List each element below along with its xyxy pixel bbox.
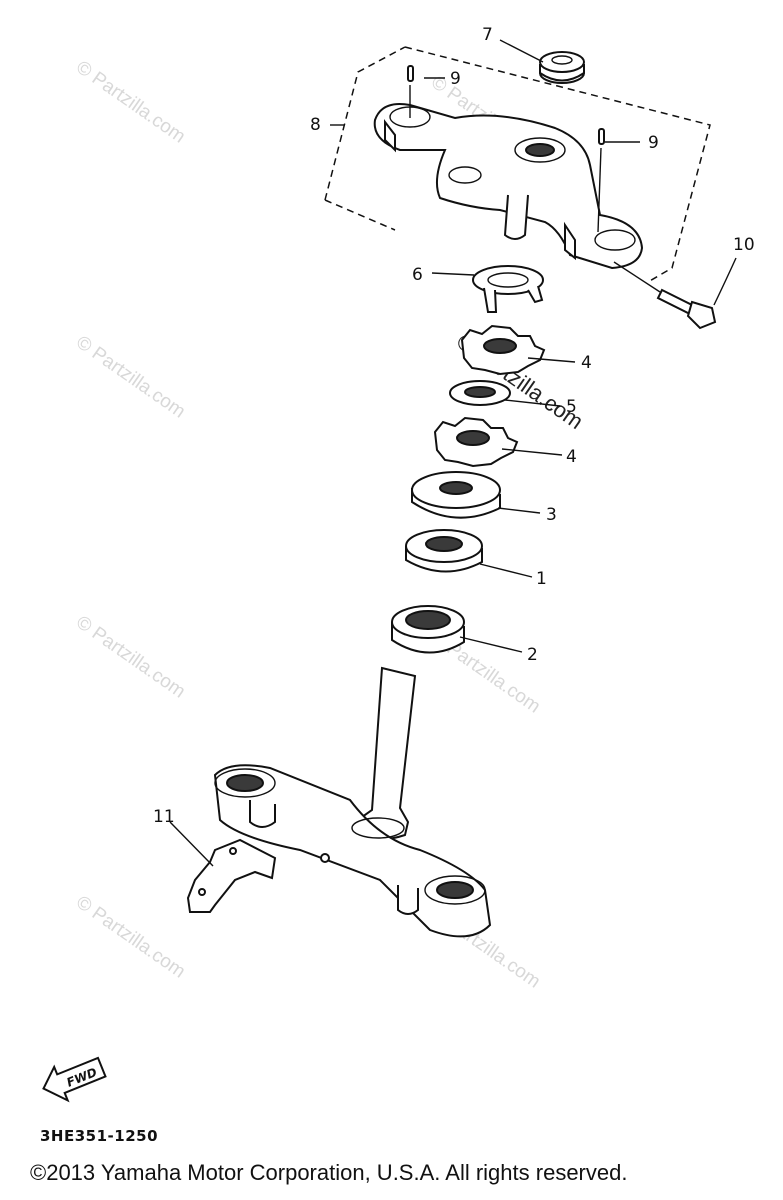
part-1-bearing [405,529,483,573]
callout-7: 7 [482,25,493,45]
part-2-bearing [391,605,465,654]
callout-2: 2 [527,645,538,665]
part-7-cap-nut [539,51,585,84]
part-8-group-outline [324,46,711,283]
part-10-bolt [613,261,717,330]
watermark: © Partzilla.com [72,892,189,983]
watermark: © Partzilla.com [72,332,189,423]
leader-lines [169,39,737,867]
callout-5: 5 [566,397,577,417]
copyright-notice: ©2013 Yamaha Motor Corporation, U.S.A. A… [30,1160,628,1185]
callout-10: 10 [733,235,755,255]
fwd-arrow: FWD [42,1056,107,1103]
part-11-bracket [186,838,277,913]
callout-3: 3 [546,505,557,525]
part-9-pins [407,65,605,233]
callout-labels: 7 9 8 9 10 6 4 5 4 3 1 2 11 [153,25,755,827]
lower-bracket-steering-stem [213,666,492,938]
diagram-code: 3HE351-1250 [40,1127,159,1145]
callout-4-lower: 4 [566,447,577,467]
callout-6: 6 [412,265,423,285]
callout-11: 11 [153,807,175,827]
part-3-cover [411,471,501,519]
callout-9-right: 9 [648,133,659,153]
watermark: © Partzilla.com [72,612,189,703]
part-6-lock-washer [472,265,544,313]
callout-1: 1 [536,569,547,589]
watermark: © Partzilla.com [72,57,189,148]
callout-9-left: 9 [450,69,461,89]
part-5-washer [449,380,511,406]
part-4-ring-nut-lower [433,416,519,468]
callout-4-upper: 4 [581,353,592,373]
part-4-ring-nut-upper [460,324,546,376]
callout-8: 8 [310,115,321,135]
